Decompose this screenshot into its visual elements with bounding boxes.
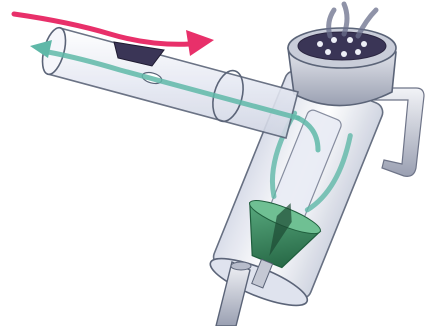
top-cap: [288, 28, 396, 106]
hanger-clip: [368, 88, 424, 176]
